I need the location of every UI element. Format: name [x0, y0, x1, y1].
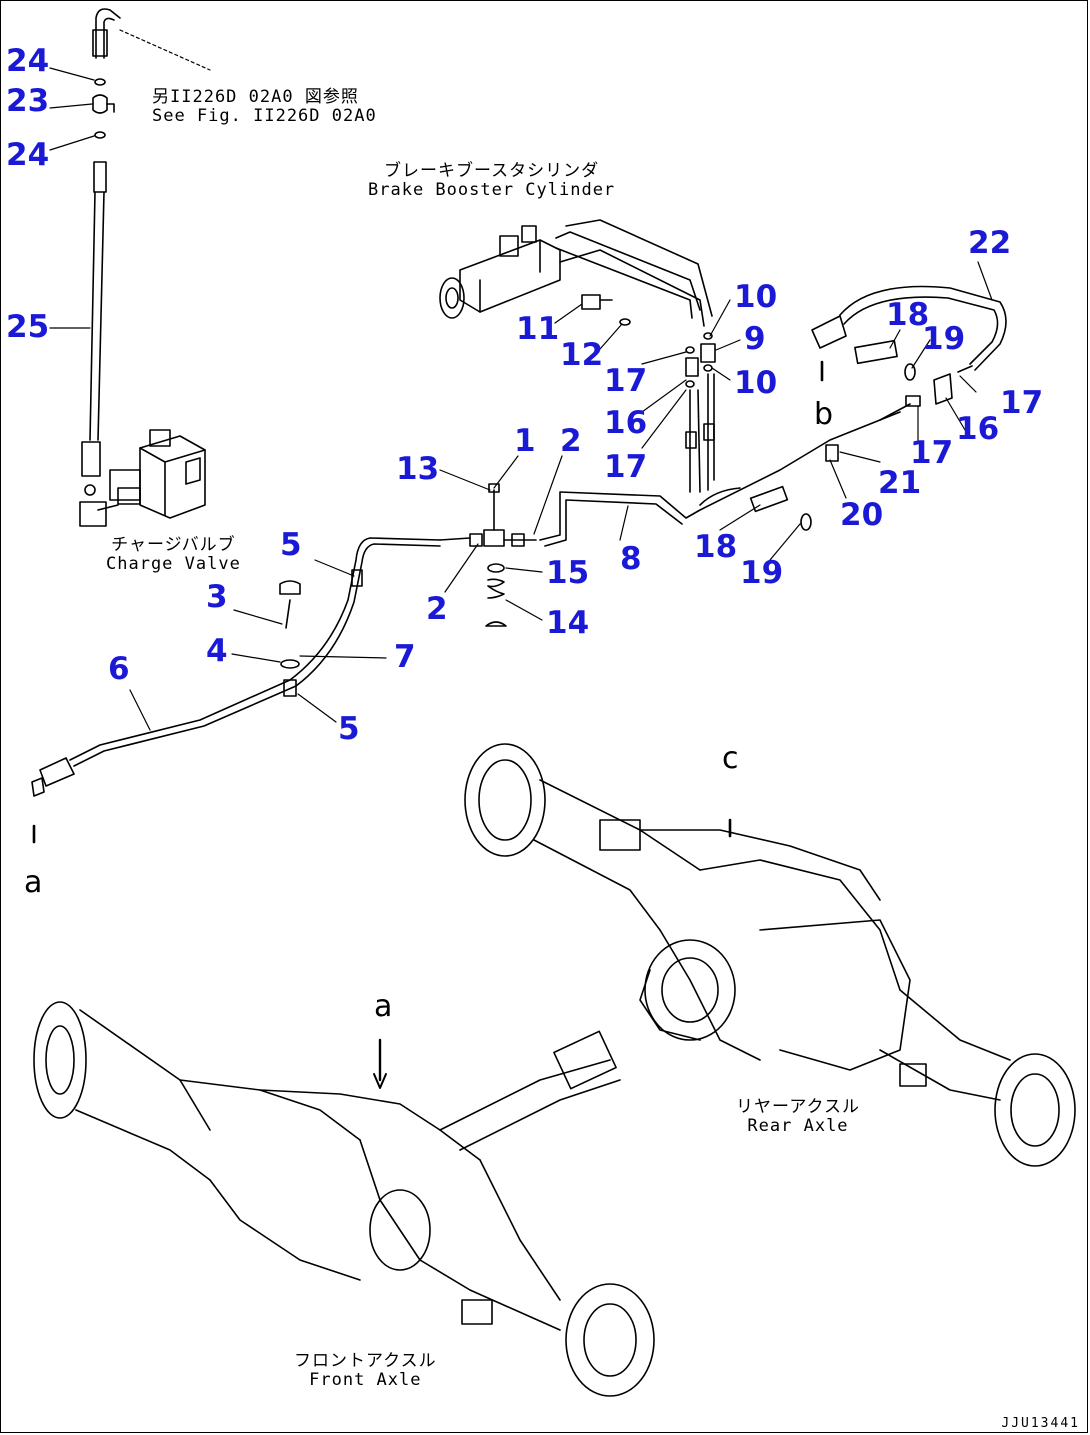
callout-2: 2 — [560, 423, 582, 459]
tube-8 — [539, 411, 901, 541]
hose-25-fitting — [93, 161, 107, 193]
rear-axle-jp: リヤーアクスル — [736, 1097, 860, 1117]
rear-axle-label: リヤーアクスル Rear Axle — [736, 1098, 860, 1135]
front-axle-jp: フロントアクスル — [294, 1351, 437, 1371]
callout-4: 4 — [206, 633, 228, 669]
brake-booster-drawing — [439, 219, 713, 327]
callout-3: 3 — [206, 579, 228, 615]
brake-booster-en: Brake Booster Cylinder — [368, 179, 616, 200]
callout-7: 7 — [394, 639, 416, 675]
leader-lines — [49, 29, 993, 731]
rear-axle-drawing — [464, 743, 1076, 1167]
callout-22: 22 — [968, 225, 1012, 261]
bolt-23 — [92, 94, 108, 114]
fittings-booster — [581, 294, 716, 493]
center-fittings — [439, 483, 537, 627]
callout-13: 13 — [396, 451, 440, 487]
washer-24-top — [94, 78, 106, 86]
fittings-mid-right — [749, 395, 921, 531]
callout-10: 10 — [734, 279, 778, 315]
callout-14: 14 — [546, 605, 590, 641]
callout-2: 2 — [426, 591, 448, 627]
callout-19: 19 — [740, 555, 784, 591]
callout-10: 10 — [734, 365, 778, 401]
callout-5: 5 — [280, 527, 302, 563]
hoses-5-6-7 — [31, 537, 441, 844]
callout-1: 1 — [514, 423, 536, 459]
callout-11: 11 — [516, 311, 560, 347]
callout-23: 23 — [6, 83, 50, 119]
charge-valve-jp: チャージバルブ — [111, 535, 236, 555]
charge-valve-en: Charge Valve — [106, 553, 241, 574]
callout-15: 15 — [546, 555, 590, 591]
callout-25: 25 — [6, 309, 50, 345]
callout-6: 6 — [108, 651, 130, 687]
callout-12: 12 — [560, 337, 604, 373]
brake-booster-jp: ブレーキブースタシリンダ — [384, 161, 600, 181]
callout-9: 9 — [744, 321, 766, 357]
reference-letter-c: c — [722, 741, 739, 776]
drawing-number: JJU13441 — [1001, 1416, 1080, 1431]
see-figure-jp: 另II226D 02A0 図参照 — [152, 87, 359, 107]
charge-valve-label: チャージバルブ Charge Valve — [106, 536, 241, 573]
callout-5: 5 — [338, 711, 360, 747]
see-figure-label: 另II226D 02A0 図参照 See Fig. II226D 02A0 — [152, 88, 377, 125]
callout-17: 17 — [604, 363, 648, 399]
callout-21: 21 — [878, 465, 922, 501]
washer-24-bottom — [94, 131, 106, 139]
callout-17: 17 — [910, 435, 954, 471]
reference-letter-b: b — [814, 397, 834, 432]
front-axle-en: Front Axle — [309, 1369, 422, 1390]
front-axle-drawing — [33, 1001, 655, 1397]
callout-20: 20 — [840, 497, 884, 533]
callout-24: 24 — [6, 137, 50, 173]
callout-17: 17 — [1000, 385, 1044, 421]
callout-17: 17 — [604, 449, 648, 485]
hose-assembly-top — [81, 8, 121, 477]
callout-18: 18 — [694, 529, 738, 565]
front-axle-label: フロントアクスル Front Axle — [294, 1352, 437, 1389]
hose-25 — [89, 191, 105, 441]
callout-19: 19 — [922, 321, 966, 357]
brake-booster-label: ブレーキブースタシリンダ Brake Booster Cylinder — [368, 162, 615, 199]
charge-valve-drawing — [79, 429, 206, 527]
reference-letter-a-lower: a — [24, 865, 43, 900]
see-figure-en: See Fig. II226D 02A0 — [152, 105, 377, 126]
callout-16: 16 — [604, 405, 648, 441]
reference-letter-a-upper: a — [374, 989, 393, 1024]
hose-22-drawing — [811, 285, 1007, 405]
callout-18: 18 — [886, 297, 930, 333]
rear-axle-en: Rear Axle — [747, 1115, 849, 1136]
callout-8: 8 — [620, 541, 642, 577]
callout-24: 24 — [6, 43, 50, 79]
callout-16: 16 — [956, 411, 1000, 447]
